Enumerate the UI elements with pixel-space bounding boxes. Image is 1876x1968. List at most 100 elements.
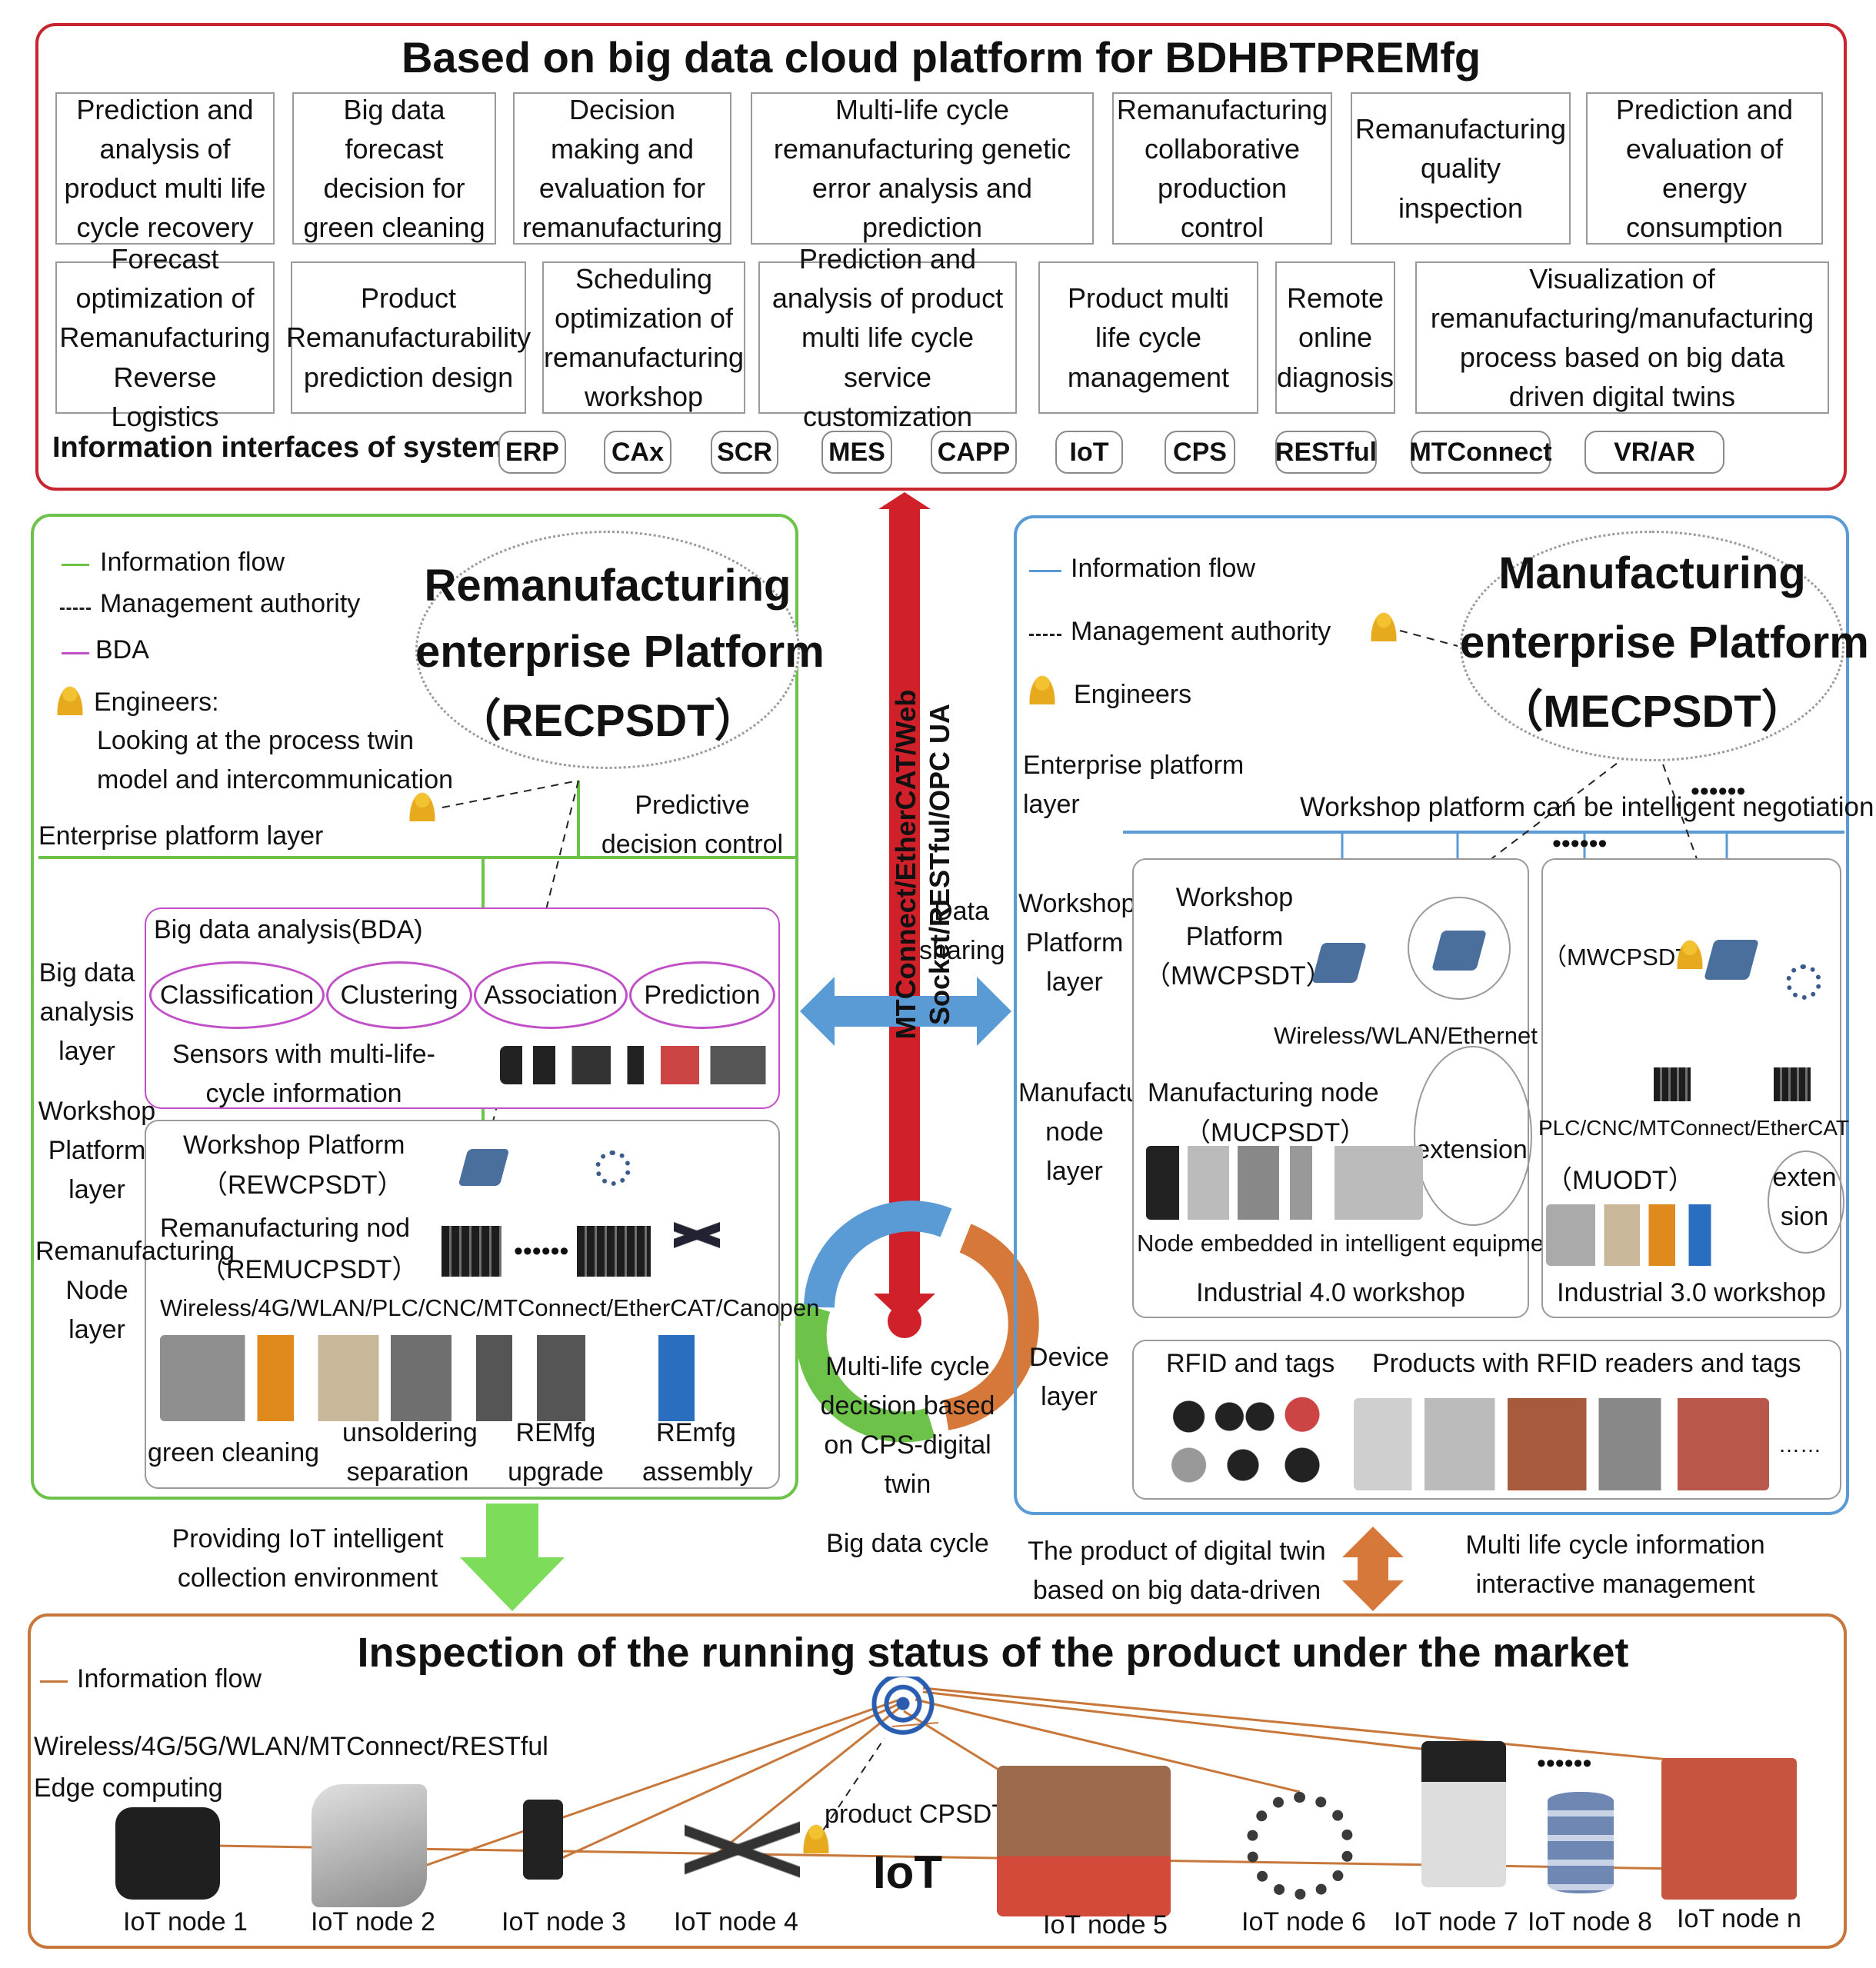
- manu-mu-code: （MUCPSDT）: [1185, 1118, 1367, 1147]
- interface-restful: RESTful: [1275, 431, 1377, 474]
- iot-node-8: IoT node 8: [1528, 1907, 1652, 1936]
- iot-node-4-image: [685, 1792, 800, 1907]
- cycle-decision-label: Multi-life cycle decision based on CPS-d…: [820, 1352, 995, 1499]
- manu-workshop-platform: Workshop Platform: [1175, 883, 1294, 951]
- iot-node-6: IoT node 6: [1241, 1907, 1366, 1936]
- cycle-center-dot: [888, 1304, 921, 1338]
- iot-node-4: IoT node 4: [674, 1907, 798, 1936]
- manu-mes-gear-icon: [1786, 964, 1821, 1000]
- iot-node-1: IoT node 1: [123, 1907, 248, 1936]
- manu-dashed-1: [1399, 630, 1458, 647]
- interfaces-label: Information interfaces of systems: [52, 431, 521, 464]
- iot-node-7-image: [1421, 1741, 1506, 1887]
- engineer-icon: [57, 686, 83, 715]
- bda-title: Big data analysis(BDA): [154, 915, 423, 944]
- iot-protocols: Wireless/4G/5G/WLAN/MTConnect/RESTful: [34, 1732, 548, 1761]
- iot-node-8-image: [1548, 1792, 1614, 1893]
- manu-enterprise-panel: [1014, 515, 1849, 1515]
- iot-node-5: IoT node 5: [1043, 1910, 1168, 1940]
- big-data-cycle-label: Big data cycle: [826, 1529, 989, 1558]
- iot-link-8: [922, 1687, 1685, 1763]
- cloud-row1-box-1: Prediction and analysis of product multi…: [55, 92, 275, 245]
- manu-engineer-icon-3: [1677, 940, 1703, 969]
- device-rfid: RFID and tags: [1166, 1349, 1335, 1378]
- reman-legend-engineers: Engineers:: [94, 688, 219, 717]
- iot-info-flow: Information flow: [77, 1664, 262, 1693]
- manu-dots-top: ••••••: [1691, 777, 1746, 806]
- iot-product-cpsdt: product CPSDT: [825, 1800, 1008, 1829]
- reman-equipment-strip: [160, 1335, 768, 1421]
- data-sharing-arrow: [800, 977, 1011, 1046]
- cloud-row2-box-4: Prediction and analysis of product multi…: [758, 243, 1017, 432]
- manu-legend-mgmt: Management authority: [1071, 617, 1331, 646]
- iot-node-n: IoT node n: [1677, 1904, 1801, 1933]
- iot-dashed: [822, 1737, 885, 1831]
- reman-legend-info-flow: Information flow: [100, 548, 285, 577]
- cloud-row1-box-7: Prediction and evaluation of energy cons…: [1586, 92, 1823, 245]
- manu-platform-cloud: [1460, 531, 1844, 761]
- manu-embedded: Node embedded in intelligent equipment: [1137, 1230, 1564, 1257]
- reman-enterprise-panel: [31, 514, 798, 1500]
- device-rfid-icons: [1158, 1384, 1328, 1492]
- manu-extension-circle-2: [1768, 1150, 1844, 1254]
- interface-scr: SCR: [711, 431, 778, 474]
- reman-legend-engineers-note: Looking at the process twin model and in…: [97, 726, 454, 794]
- iot-edge: Edge computing: [34, 1773, 223, 1803]
- iot-node-2: IoT node 2: [311, 1907, 435, 1936]
- interface-mtconnect: MTConnect: [1409, 431, 1552, 474]
- manu-workshop-layer-label: Workshop Platform layer: [1018, 889, 1136, 997]
- manu-node-label: Manufacturing node: [1148, 1078, 1379, 1107]
- legend-bda-line: [62, 652, 89, 654]
- manu-muodt: （MUODT）: [1546, 1166, 1694, 1195]
- device-products: Products with RFID readers and tags: [1372, 1349, 1801, 1378]
- orange-double-arrow: [1342, 1527, 1404, 1611]
- reman-server-dots: ••••••: [514, 1237, 569, 1266]
- reman-workshop-code: （REWCPSDT）: [202, 1170, 404, 1200]
- iot-link-3: [538, 1702, 901, 1870]
- device-ellipsis: ……: [1778, 1433, 1821, 1457]
- manu-extension-label: extension: [1415, 1135, 1528, 1164]
- manu-platform-title-1: Manufacturing: [1498, 548, 1806, 598]
- reman-node-label: Remanufacturing nod: [160, 1214, 411, 1243]
- data-sharing-label: Data sharing: [919, 897, 1005, 965]
- cloud-row2-box-3: Scheduling optimization of remanufacturi…: [542, 261, 745, 414]
- interface-cps: CPS: [1165, 431, 1235, 474]
- cloud-row1-box-5: Remanufacturing collaborative production…: [1112, 92, 1332, 245]
- iot-node-1-image: [115, 1807, 220, 1900]
- manu-extension-circle: [1414, 1046, 1532, 1226]
- iot-big-label: IoT: [873, 1846, 942, 1898]
- manu-server-icon-3b: [1774, 1067, 1811, 1101]
- manu-extension-label-2: extension: [1772, 1163, 1837, 1231]
- cloud-platform-panel: [35, 23, 1847, 491]
- providing-iot-label: Providing IoT intelligent collection env…: [172, 1524, 444, 1593]
- bda-association: Association: [474, 961, 628, 1029]
- iot-engineer-icon: [803, 1824, 829, 1853]
- iot-node-7: IoT node 7: [1394, 1907, 1518, 1936]
- interface-vrar: VR/AR: [1584, 431, 1724, 474]
- reman-node-layer-label: Remanufacturing Node layer: [35, 1237, 235, 1344]
- interface-mes: MES: [821, 431, 892, 474]
- manu-negotiation: Workshop platform can be intelligent neg…: [1300, 792, 1874, 822]
- iot-node-2-image: [312, 1784, 427, 1907]
- manu-node-layer-label: Manufacturing node layer: [1018, 1078, 1185, 1186]
- manu-enterprise-layer: Enterprise platform layer: [1023, 751, 1245, 819]
- interface-erp: ERP: [498, 431, 566, 474]
- bda-layer-label: Big data analysis layer: [38, 958, 135, 1066]
- iot-title: Inspection of the running status of the …: [357, 1630, 1629, 1676]
- legend-mgmt-line: [60, 608, 91, 610]
- manu-legend-line: [1029, 570, 1061, 572]
- cloud-row2-box-7: Visualization of remanufacturing/manufac…: [1415, 261, 1829, 414]
- iot-node-3-image: [523, 1800, 563, 1880]
- manu-ind40-label: Industrial 4.0 workshop: [1196, 1278, 1465, 1307]
- manu-server-icon-3a: [1654, 1067, 1691, 1101]
- cycle-arc-orange: [943, 1224, 1039, 1430]
- legend-info-flow-line: [62, 564, 89, 566]
- reman-predictive-decision: Predictive decision control: [601, 791, 784, 859]
- multi-life-label: Multi life cycle information interactive…: [1465, 1530, 1765, 1599]
- manu-legend-dash: [1029, 634, 1061, 636]
- iot-node-6-image: [1246, 1792, 1354, 1900]
- iot-node-n-image: [1661, 1758, 1797, 1900]
- bda-prediction: Prediction: [629, 961, 775, 1029]
- manu-legend-engineers: Engineers: [1074, 680, 1192, 709]
- green-down-arrow: [460, 1503, 565, 1611]
